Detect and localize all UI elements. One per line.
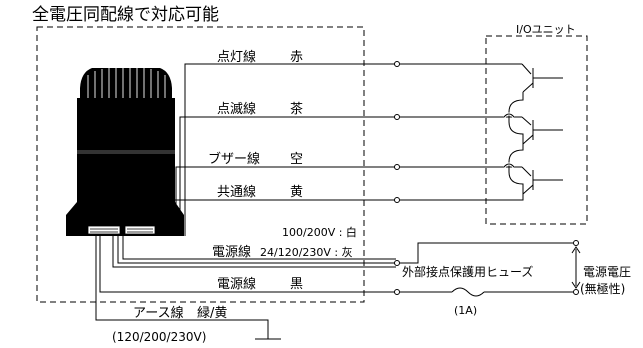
power2-color: 黒 — [290, 277, 303, 292]
wire-lamp-color: 赤 — [290, 50, 303, 65]
transistor-icons — [502, 63, 563, 201]
power1-voltage-a: 100/200V : 白 — [282, 225, 357, 239]
power1-name: 電源線 — [212, 244, 251, 260]
earth-name: アース線 — [133, 305, 184, 321]
power2-name: 電源線 — [217, 276, 256, 292]
wire-common-name: 共通線 — [217, 184, 256, 200]
supply-note: (無極性) — [580, 281, 625, 296]
io-connections — [400, 63, 522, 201]
io-unit-label: I/Oユニット — [516, 23, 576, 36]
wire-flash-name: 点滅線 — [217, 101, 256, 117]
earth-color: 緑/黄 — [197, 306, 227, 321]
power1-voltage-b: 24/120/230V : 灰 — [260, 245, 353, 259]
signal-light-icon — [66, 68, 184, 236]
wire-buzzer-color: 空 — [290, 152, 303, 167]
lamp-wires — [95, 63, 396, 340]
fuse-rating: (1A) — [454, 304, 477, 317]
fuse-label: 外部接点保護用ヒューズ — [402, 264, 533, 279]
terminals — [394, 61, 579, 295]
product-enclosure — [36, 26, 365, 303]
wire-lamp-name: 点灯線 — [217, 49, 256, 65]
earth-voltage: (120/200/230V) — [112, 330, 206, 344]
power-supply-circuit — [400, 242, 581, 297]
wire-buzzer-name: ブザー線 — [208, 151, 260, 167]
wire-flash-color: 茶 — [290, 101, 303, 117]
fuse-icon — [451, 287, 485, 297]
diagram-title: 全電圧同配線で対応可能 — [32, 5, 219, 25]
supply-label: 電源電圧 — [583, 265, 631, 279]
io-unit-enclosure — [485, 35, 588, 225]
wire-common-color: 黄 — [290, 185, 303, 200]
